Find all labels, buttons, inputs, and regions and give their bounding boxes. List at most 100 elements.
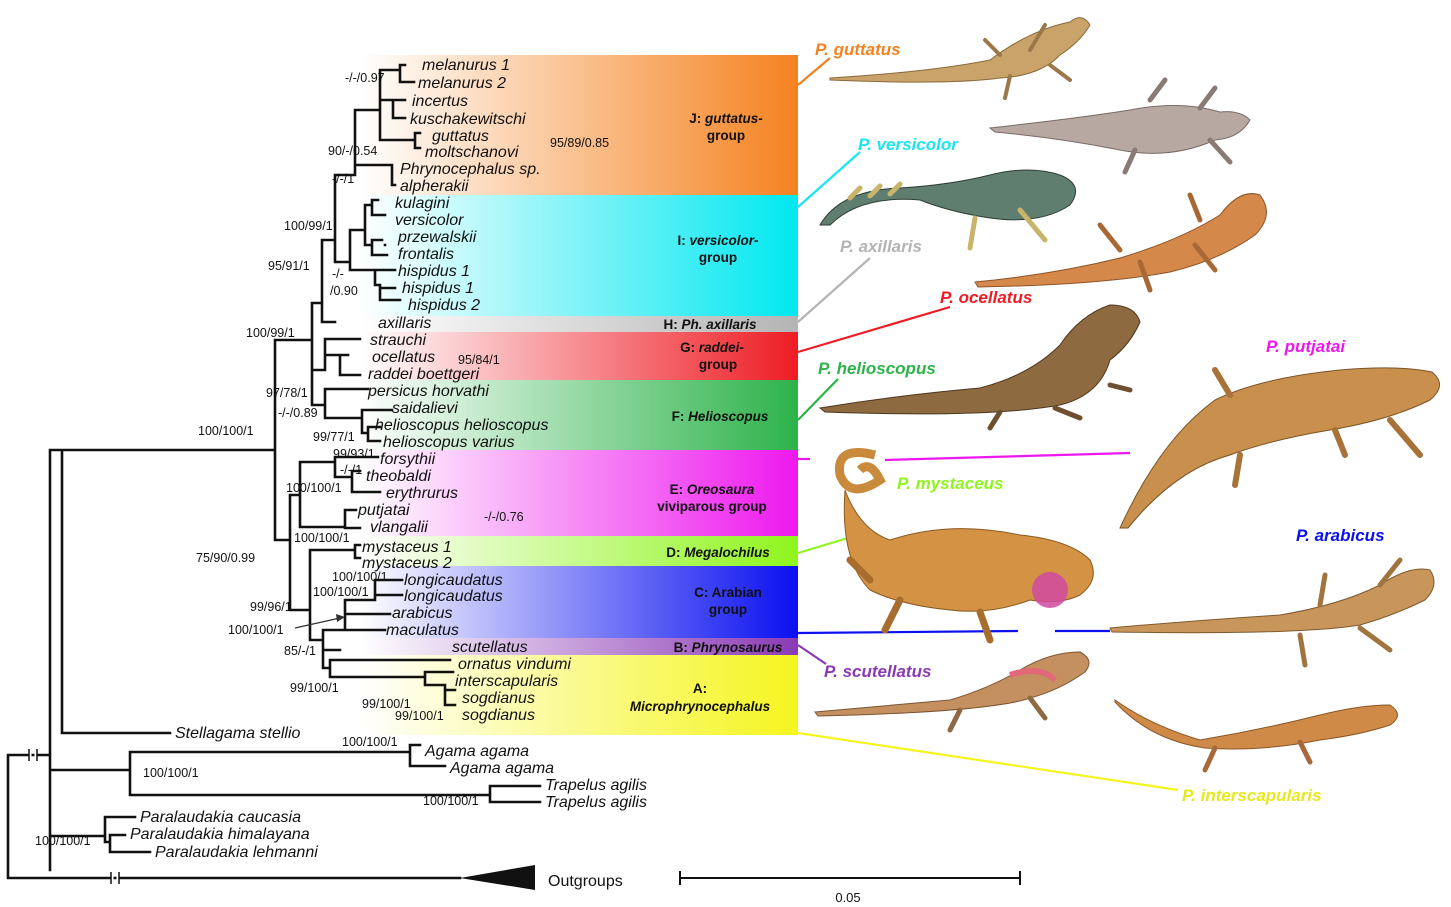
taxon-label: hispidus 2 [408, 297, 480, 314]
support-value: 100/100/1 [342, 735, 398, 749]
taxon-label: frontalis [398, 246, 454, 263]
support-value: 100/99/1 [246, 326, 295, 340]
taxon-label: przewalskii [397, 229, 477, 246]
support-value: 100/100/1 [423, 794, 479, 808]
lizard-arabicus-illustration [1110, 560, 1434, 665]
support-value: 99/93/1 [333, 447, 375, 461]
support-value: 99/100/1 [290, 681, 339, 695]
taxon-label: melanurus 2 [418, 75, 506, 92]
taxon-label: erythrurus [386, 485, 458, 502]
taxon-label: longicaudatus [404, 572, 503, 589]
species-label-scutellatus: P. scutellatus [824, 662, 931, 681]
support-value: 99/100/1 [395, 709, 444, 723]
taxon-label: moltschanovi [425, 144, 519, 161]
species-label-helioscopus: P. helioscopus [818, 359, 936, 378]
taxon-label: vlangalii [370, 519, 428, 536]
taxon-label: sogdianus [462, 690, 535, 707]
taxon-label: scutellatus [452, 639, 528, 656]
taxon-label: melanurus 1 [422, 57, 510, 74]
support-value: 100/100/1 [313, 585, 369, 599]
support-value: 99/96/1 [250, 600, 292, 614]
support-value: 100/100/1 [143, 766, 199, 780]
taxon-label: Stellagama stellio [175, 725, 301, 742]
taxon-label: theobaldi [366, 468, 431, 485]
taxon-label: arabicus [392, 605, 452, 622]
support-value: -/-/1 [340, 463, 362, 477]
species-label-putjatai: P. putjatai [1266, 337, 1346, 356]
support-value: 100/100/1 [332, 570, 388, 584]
species-label-arabicus: P. arabicus [1296, 526, 1385, 545]
species-label-ocellatus: P. ocellatus [940, 288, 1032, 307]
lizard-scorched-illustration [990, 80, 1250, 172]
taxon-label-outgroups: Outgroups [548, 873, 623, 890]
scale-bar: 0.05 [680, 871, 1020, 905]
taxon-label: helioscopus varius [383, 434, 515, 451]
lizard-illustrations [815, 18, 1440, 770]
support-value: 97/78/1 [266, 386, 308, 400]
support-value: 90/-/0.54 [328, 144, 377, 158]
support-value: 75/90/0.99 [196, 551, 255, 565]
clade-label-F: F: Helioscopus [672, 409, 769, 424]
support-value: 100/100/1 [294, 531, 350, 545]
species-label-guttatus: P. guttatus [815, 40, 901, 59]
scale-bar-label: 0.05 [835, 890, 860, 905]
taxon-label: kulagini [395, 195, 450, 212]
taxon-label: kuschakewitschi [410, 111, 526, 128]
support-value: 100/100/1 [35, 834, 91, 848]
taxon-label: strauchi [370, 332, 426, 349]
taxon-label: alpherakii [400, 178, 469, 195]
taxon-label: longicaudatus [404, 588, 503, 605]
taxon-label: Paralaudakia lehmanni [155, 844, 318, 861]
species-label-axillaris: P. axillaris [840, 237, 922, 256]
taxon-label: Paralaudakia himalayana [130, 826, 310, 843]
support-value: -/-/0.76 [484, 510, 524, 524]
taxon-label: Paralaudakia caucasia [140, 809, 301, 826]
taxon-label: Trapelus agilis [545, 794, 647, 811]
clade-label-H: H: Ph. axillaris [663, 317, 757, 332]
support-value: 100/100/1 [198, 424, 254, 438]
taxon-label: incertus [412, 93, 468, 110]
support-value: 95/89/0.85 [550, 136, 609, 150]
support-value: 100/100/1 [286, 481, 342, 495]
taxon-label: ocellatus [372, 349, 435, 366]
lizard-interscapularis-illustration [1115, 700, 1398, 770]
species-label-versicolor: P. versicolor [858, 135, 959, 154]
clade-band-A [360, 655, 798, 735]
taxon-label: maculatus [386, 622, 459, 639]
lizard-putjatai-illustration [1120, 368, 1440, 528]
taxon-label: Phrynocephalus sp. [400, 161, 541, 178]
taxon-label: Agama agama [449, 760, 554, 777]
node-pointer-arrow [295, 614, 345, 628]
taxon-label: mystaceus 1 [362, 539, 452, 556]
support-value: 85/-/1 [284, 644, 316, 658]
support-value: -/-/0.97 [345, 71, 385, 85]
taxon-label: Trapelus agilis [545, 777, 647, 794]
taxon-label: guttatus [432, 128, 489, 145]
support-value: -/-/1 [332, 172, 354, 186]
taxon-label: raddei boettgeri [368, 366, 480, 383]
taxon-label: putjatai [357, 502, 410, 519]
support-value: 95/84/1 [458, 353, 500, 367]
support-value: /0.90 [330, 284, 358, 298]
support-value: -/-/0.89 [278, 406, 318, 420]
taxon-label: saidalievi [392, 400, 458, 417]
species-label-interscapularis: P. interscapularis [1182, 786, 1322, 805]
taxon-label: versicolor [395, 212, 464, 229]
clade-label-D: D: Megalochilus [666, 545, 770, 560]
taxon-label: hispidus 1 [402, 280, 474, 297]
taxon-label: forsythii [380, 451, 436, 468]
taxon-label: sogdianus [462, 707, 535, 724]
taxon-label: interscapularis [455, 673, 558, 690]
support-value: 99/77/1 [313, 430, 355, 444]
support-value: -/- [332, 267, 344, 281]
taxon-label: persicus horvathi [367, 383, 489, 400]
support-value: 95/91/1 [268, 259, 310, 273]
taxon-label: helioscopus helioscopus [375, 417, 548, 434]
support-value: 100/100/1 [228, 623, 284, 637]
species-label-mystaceus: P. mystaceus [897, 474, 1003, 493]
support-value: 100/99/1 [284, 219, 333, 233]
taxon-label: axillaris [378, 315, 431, 332]
taxon-label: ornatus vindumi [458, 656, 571, 673]
clade-label-B: B: Phrynosaurus [674, 640, 783, 655]
